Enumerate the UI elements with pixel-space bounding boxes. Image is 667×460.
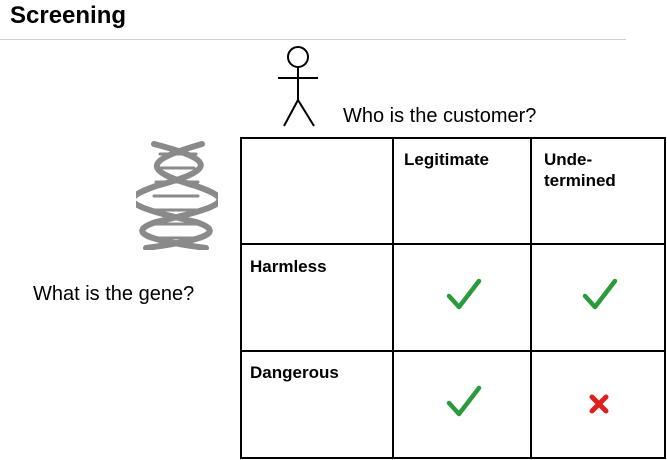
row-header-harmless: Harmless bbox=[250, 257, 327, 276]
grid-line bbox=[530, 137, 532, 459]
column-header-undetermined: Unde- termined bbox=[544, 149, 616, 191]
check-icon bbox=[582, 278, 618, 310]
grid-line bbox=[664, 137, 666, 459]
dna-helix-icon bbox=[136, 141, 218, 250]
gene-question: What is the gene? bbox=[33, 283, 195, 305]
row-header-dangerous: Dangerous bbox=[250, 363, 339, 382]
customer-question: Who is the customer? bbox=[343, 105, 537, 127]
column-header-legitimate: Legitimate bbox=[404, 150, 490, 169]
grid-line bbox=[240, 137, 666, 139]
check-icon bbox=[446, 278, 482, 310]
grid-line bbox=[240, 137, 242, 459]
check-icon bbox=[446, 385, 482, 417]
grid-line bbox=[240, 350, 666, 352]
screening-matrix: Legitimate Unde- termined Harmless Dange… bbox=[240, 137, 666, 459]
column-header-undetermined-line1: Unde- bbox=[544, 150, 593, 169]
cross-icon bbox=[589, 394, 609, 414]
grid-line bbox=[240, 457, 666, 459]
title-divider bbox=[0, 39, 626, 40]
page-title: Screening bbox=[10, 2, 127, 29]
stick-figure-icon bbox=[278, 46, 318, 127]
grid-line bbox=[392, 137, 394, 459]
grid-line bbox=[240, 243, 666, 245]
column-header-undetermined-line2: termined bbox=[544, 171, 616, 190]
